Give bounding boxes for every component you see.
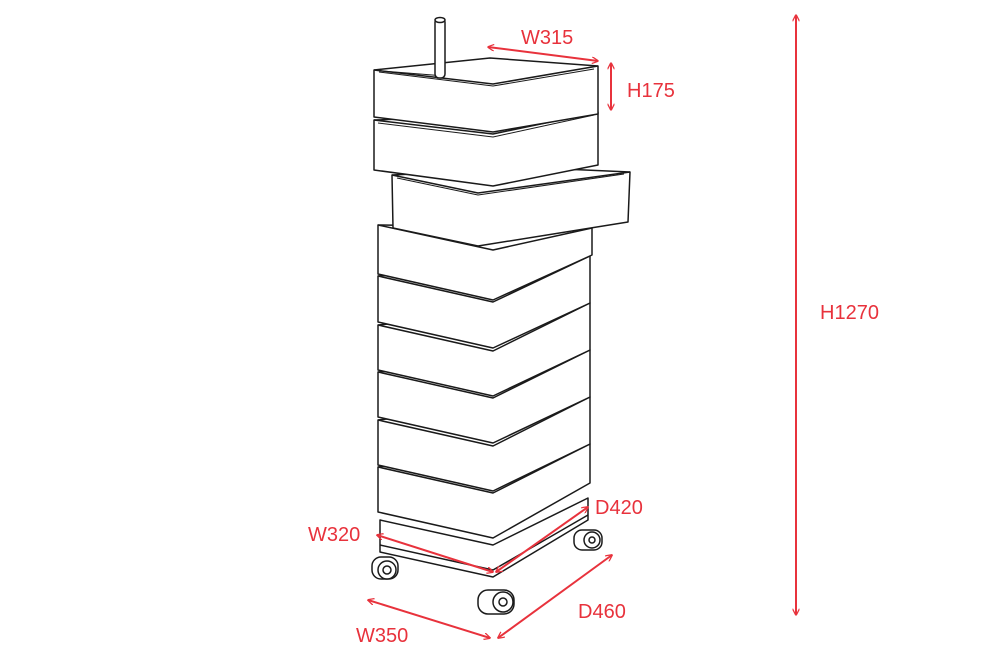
dimension-lines bbox=[368, 15, 796, 638]
dim-line-w320 bbox=[377, 535, 493, 572]
label-outer-width: W350 bbox=[356, 625, 409, 647]
label-total-height: H1270 bbox=[820, 302, 879, 324]
label-outer-depth: D460 bbox=[578, 601, 626, 623]
handle-pole bbox=[434, 16, 446, 79]
castor-back-right bbox=[573, 529, 603, 551]
dim-line-d460 bbox=[498, 555, 612, 638]
cabinet-body bbox=[371, 16, 631, 615]
castor-front-left bbox=[371, 556, 399, 580]
castor-front-right bbox=[477, 589, 515, 615]
label-tray-height: H175 bbox=[627, 80, 675, 102]
label-top-width: W315 bbox=[521, 27, 574, 49]
label-inner-depth: D420 bbox=[595, 497, 643, 519]
second-tray bbox=[373, 111, 599, 187]
rotated-tray bbox=[391, 167, 631, 247]
dim-line-w350 bbox=[368, 600, 490, 638]
label-inner-width: W320 bbox=[308, 524, 361, 546]
dim-line-w315 bbox=[488, 47, 598, 61]
